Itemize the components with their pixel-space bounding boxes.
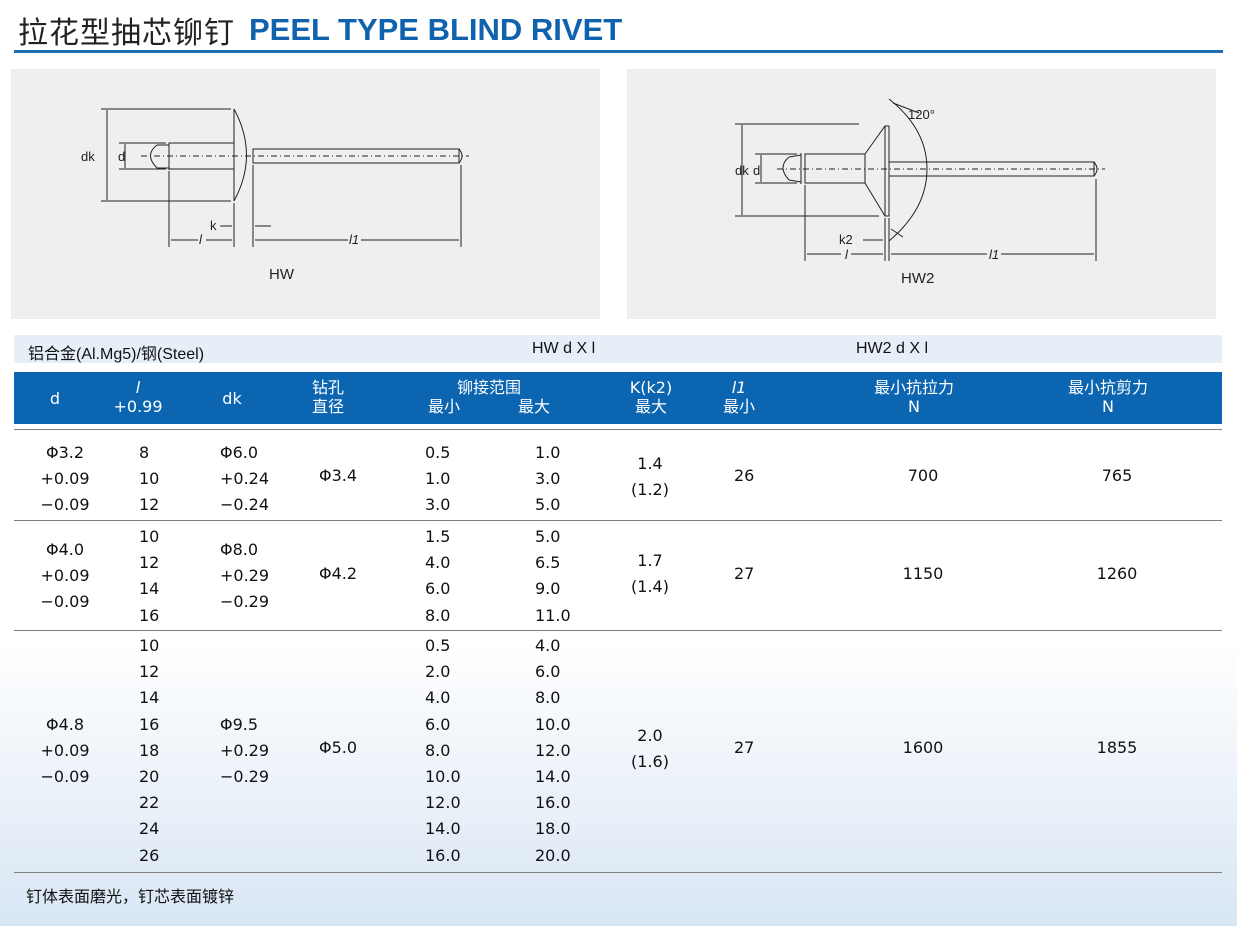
cell-tensile: 1150 <box>902 564 944 583</box>
cell-shear: 765 <box>1101 466 1133 485</box>
diagram-caption-hw: HW <box>269 266 295 283</box>
cell-dk: Φ6.0+0.24−0.24 <box>220 443 270 515</box>
cell-k: 1.4(1.2) <box>631 454 669 500</box>
cell-shear: 1260 <box>1096 564 1138 583</box>
cell-k: 2.0(1.6) <box>631 726 669 772</box>
designation-hw2: HW2 d X l <box>856 340 929 357</box>
title-chinese: 拉花型抽芯铆钉 <box>18 16 235 51</box>
table-rule <box>14 630 1222 631</box>
svg-text:k: k <box>210 218 217 233</box>
material-row: 铝合金(Al.Mg5)/钢(Steel) HW d X l HW2 d X l <box>14 335 1222 363</box>
cell-d: Φ4.8+0.09−0.09 <box>40 715 90 787</box>
cell-tensile: 1600 <box>902 738 944 757</box>
cell-l1: 27 <box>734 564 755 583</box>
cell-l1: 27 <box>734 738 755 757</box>
cell-dk: Φ8.0+0.29−0.29 <box>220 540 270 612</box>
svg-text:dk: dk <box>735 163 749 178</box>
cell-d: Φ4.0+0.09−0.09 <box>40 540 90 612</box>
svg-text:l: l <box>845 247 849 262</box>
cell-drill: Φ4.2 <box>319 564 358 583</box>
material-label: 铝合金(Al.Mg5)/钢(Steel) <box>28 346 205 363</box>
cell-l1: 26 <box>734 466 755 485</box>
svg-text:l1: l1 <box>349 232 359 247</box>
svg-text:dk: dk <box>81 149 95 164</box>
rivet-diagram-hw2: dk d k2 l l1 120° HW2 <box>735 98 1105 287</box>
angle-label: 120° <box>908 107 935 122</box>
rivet-diagram-hw: dk d k l l1 HW <box>81 108 469 283</box>
table-rule-bottom <box>14 872 1222 873</box>
header-grip-range: 铆接范围 最小最大 <box>427 378 551 416</box>
table-rule-top <box>14 429 1222 430</box>
header-drill: 钻孔直径 <box>311 378 344 416</box>
svg-text:d: d <box>753 163 760 178</box>
surface-finish-note: 钉体表面磨光，钉芯表面镀锌 <box>26 887 235 906</box>
svg-text:l1: l1 <box>989 247 999 262</box>
cell-drill: Φ3.4 <box>319 466 358 485</box>
cell-d: Φ3.2+0.09−0.09 <box>40 443 90 515</box>
header-d: d <box>49 389 61 408</box>
diagram-panel-hw2: dk d k2 l l1 120° HW2 <box>627 69 1216 319</box>
cell-dk: Φ9.5+0.29−0.29 <box>220 715 270 787</box>
svg-text:d: d <box>118 149 125 164</box>
table-rule <box>14 520 1222 521</box>
svg-text:l: l <box>199 232 203 247</box>
page-title: 拉花型抽芯铆钉 PEEL TYPE BLIND RIVET <box>18 8 623 51</box>
designation-hw: HW d X l <box>532 340 596 357</box>
diagram-panel-hw: dk d k l l1 HW <box>11 69 600 319</box>
cell-shear: 1855 <box>1096 738 1138 757</box>
header-dk: dk <box>222 389 242 408</box>
header-l: l+0.99 <box>113 378 163 416</box>
svg-text:k2: k2 <box>839 232 853 247</box>
header-k: K(k2)最大 <box>629 378 673 416</box>
cell-drill: Φ5.0 <box>319 738 358 757</box>
cell-k: 1.7(1.4) <box>631 551 669 597</box>
diagram-caption-hw2: HW2 <box>901 270 934 287</box>
cell-tensile: 700 <box>907 466 939 485</box>
title-underline <box>14 50 1223 53</box>
title-english: PEEL TYPE BLIND RIVET <box>249 12 623 47</box>
